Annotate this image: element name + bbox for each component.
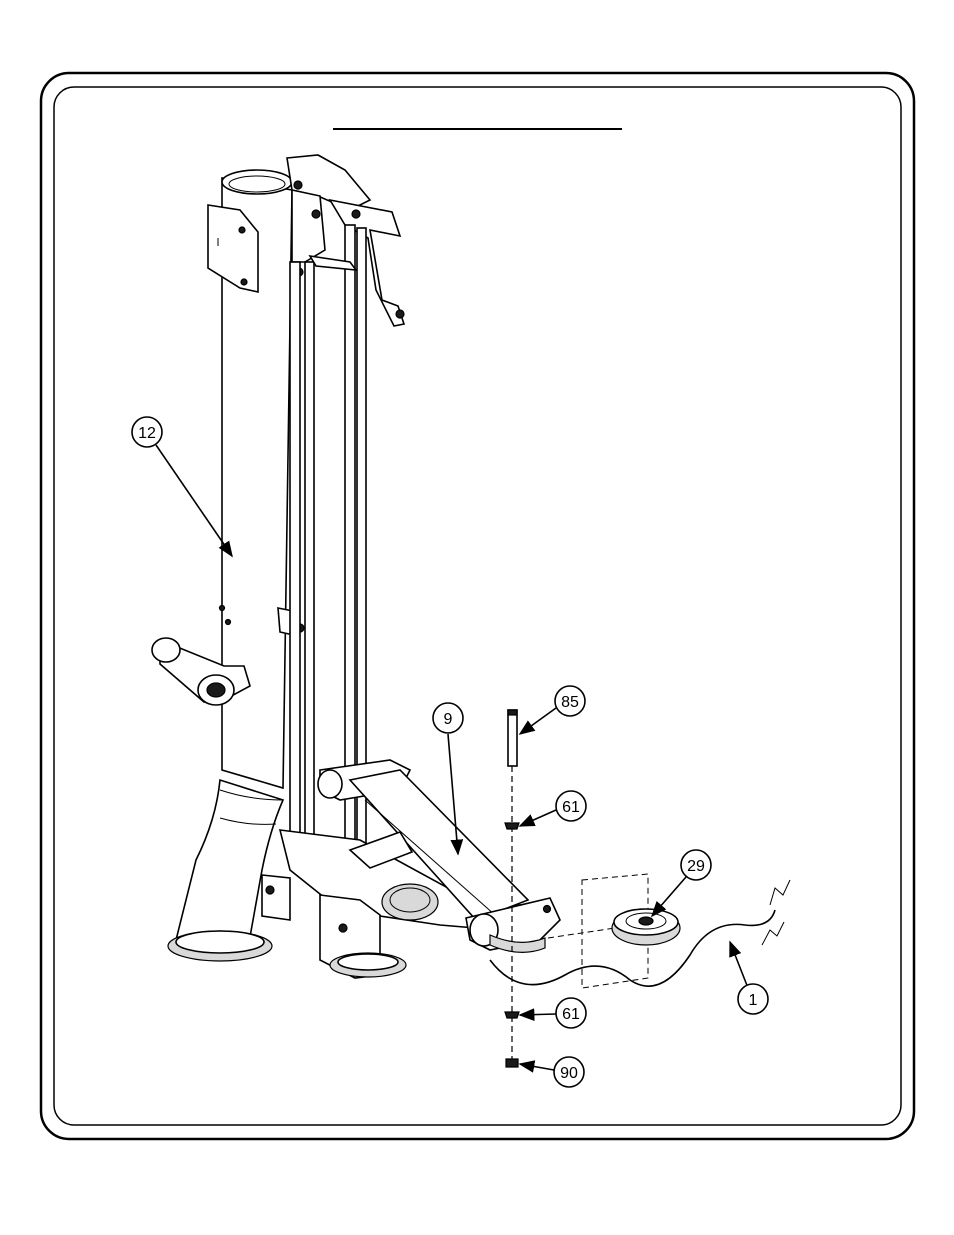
callout-85-label: 85 [561, 694, 579, 711]
callout-61-bottom-label: 61 [562, 1006, 580, 1023]
pin-part-85 [508, 710, 517, 766]
callout-12-label: 12 [138, 425, 156, 442]
callout-9-label: 9 [444, 711, 453, 728]
callout-1-label: 1 [749, 992, 758, 1009]
nut-part-90 [506, 1059, 518, 1067]
outer-border [41, 73, 914, 1139]
pulley-part-29 [548, 874, 680, 988]
washer-part-61-bottom [505, 1012, 519, 1018]
washer-part-61-top [505, 823, 519, 829]
inner-border [54, 87, 901, 1125]
callout-29-label: 29 [687, 858, 705, 875]
callout-61-top-label: 61 [562, 799, 580, 816]
callout-90-label: 90 [560, 1065, 578, 1082]
